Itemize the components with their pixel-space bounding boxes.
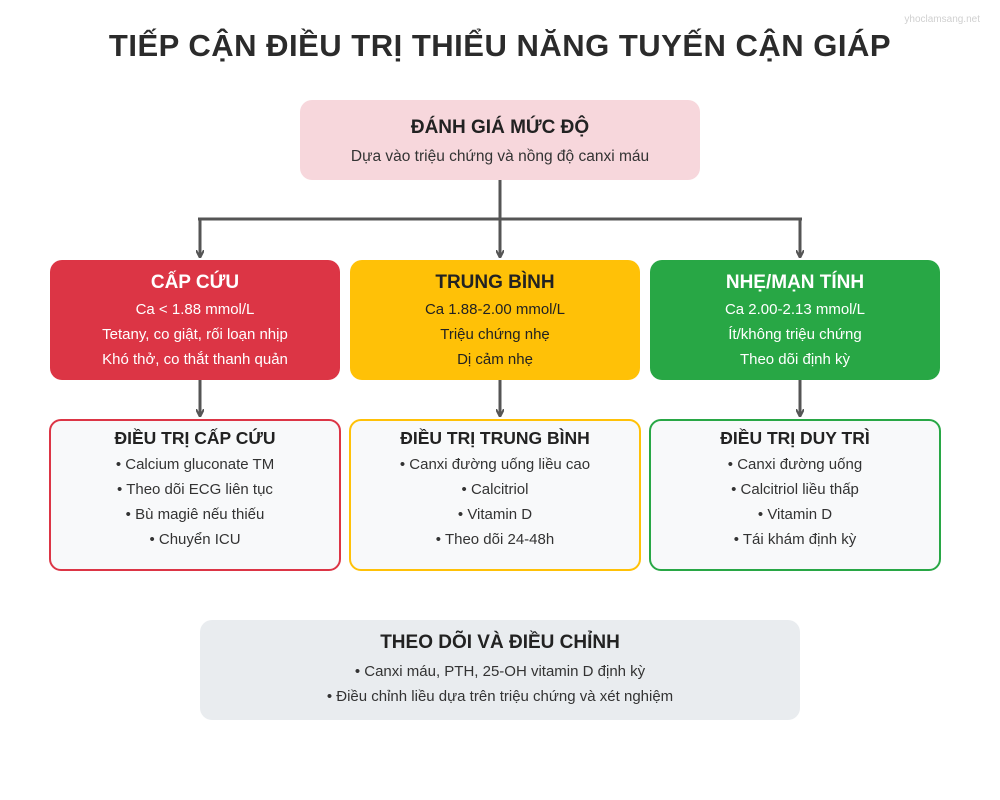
severity-line: Tetany, co giật, rối loạn nhịp <box>102 326 288 343</box>
assessment-box: ĐÁNH GIÁ MỨC ĐỘ Dựa vào triệu chứng và n… <box>300 100 700 180</box>
monitoring-item: • Canxi máu, PTH, 25-OH vitamin D định k… <box>354 663 646 680</box>
severity-mild-box: NHẸ/MẠN TÍNH Ca 2.00-2.13 mmol/L Ít/khôn… <box>650 260 940 380</box>
severity-line: Triệu chứng nhẹ <box>440 326 550 343</box>
treatment-item: • Chuyển ICU <box>149 531 241 548</box>
severity-line: Dị cảm nhẹ <box>457 351 533 368</box>
severity-moderate-box: TRUNG BÌNH Ca 1.88-2.00 mmol/L Triệu chứ… <box>350 260 640 380</box>
treatment-item: • Bù magiê nếu thiếu <box>125 506 265 523</box>
treatment-emergency-box: ĐIỀU TRỊ CẤP CỨU • Calcium gluconate TM … <box>49 419 341 571</box>
treatment-moderate-box: ĐIỀU TRỊ TRUNG BÌNH • Canxi đường uống l… <box>349 419 641 571</box>
assessment-description: Dựa vào triệu chứng và nồng độ canxi máu <box>350 148 650 165</box>
severity-line: Ca < 1.88 mmol/L <box>135 301 255 318</box>
treatment-item: • Canxi đường uống liều cao <box>399 456 591 473</box>
treatment-heading: ĐIỀU TRỊ DUY TRÌ <box>720 428 870 448</box>
treatment-item: • Calcitriol liều thấp <box>731 481 859 498</box>
monitoring-heading: THEO DÕI VÀ ĐIỀU CHỈNH <box>380 632 620 653</box>
treatment-item: • Vitamin D <box>457 506 533 523</box>
treatment-item: • Tái khám định kỳ <box>733 531 857 548</box>
treatment-item: • Theo dõi 24-48h <box>435 531 555 548</box>
severity-heading: NHẸ/MẠN TÍNH <box>725 272 865 293</box>
treatment-item: • Calcium gluconate TM <box>115 456 275 473</box>
treatment-heading: ĐIỀU TRỊ CẤP CỨU <box>114 428 276 448</box>
treatment-item: • Theo dõi ECG liên tục <box>117 481 273 498</box>
treatment-maintenance-box: ĐIỀU TRỊ DUY TRÌ • Canxi đường uống • Ca… <box>649 419 941 571</box>
severity-heading: TRUNG BÌNH <box>435 272 555 293</box>
monitoring-box: THEO DÕI VÀ ĐIỀU CHỈNH • Canxi máu, PTH,… <box>200 620 800 720</box>
monitoring-item: • Điều chỉnh liều dựa trên triệu chứng v… <box>326 688 674 705</box>
severity-line: Ca 1.88-2.00 mmol/L <box>424 301 566 318</box>
page-title: TIẾP CẬN ĐIỀU TRỊ THIỂU NĂNG TUYẾN CẬN G… <box>108 28 892 63</box>
severity-line: Ít/không triệu chứng <box>728 326 862 343</box>
treatment-item: • Calcitriol <box>461 481 529 498</box>
severity-line: Theo dõi định kỳ <box>739 351 851 368</box>
treatment-heading: ĐIỀU TRỊ TRUNG BÌNH <box>400 428 590 448</box>
treatment-item: • Canxi đường uống <box>727 456 863 473</box>
severity-emergency-box: CẤP CỨU Ca < 1.88 mmol/L Tetany, co giật… <box>50 260 340 380</box>
severity-line: Ca 2.00-2.13 mmol/L <box>724 301 866 318</box>
severity-heading: CẤP CỨU <box>150 272 240 293</box>
assessment-heading: ĐÁNH GIÁ MỨC ĐỘ <box>410 117 590 138</box>
watermark: yhoclamsang.net <box>904 14 980 25</box>
severity-line: Khó thở, co thắt thanh quản <box>102 351 288 368</box>
treatment-item: • Vitamin D <box>757 506 833 523</box>
